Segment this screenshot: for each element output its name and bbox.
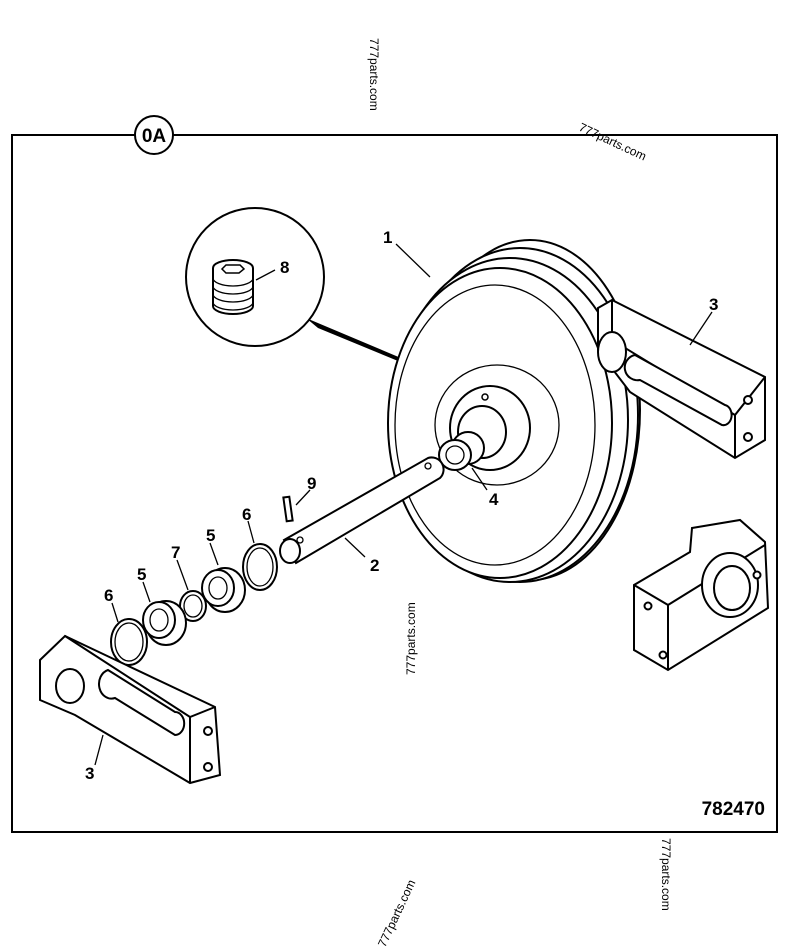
leader-lines — [94, 243, 713, 766]
callout-4: 4 — [489, 490, 499, 509]
callout-7: 7 — [171, 543, 180, 562]
section-badge: 0A — [134, 115, 174, 155]
watermark-top: 777parts.com — [367, 38, 381, 111]
pin — [282, 495, 294, 523]
callout-6-left: 6 — [104, 586, 113, 605]
bearing-block — [633, 518, 770, 672]
callout-3-left: 3 — [85, 764, 94, 783]
watermark-right: 777parts.com — [577, 120, 649, 163]
shaft — [279, 456, 445, 565]
plug-screw-drawing — [212, 259, 254, 315]
drawing-number: 782470 — [702, 799, 765, 820]
callout-1: 1 — [383, 228, 392, 247]
callout-3-right: 3 — [709, 295, 718, 314]
seal-ring-left — [142, 600, 187, 646]
bushing — [438, 431, 485, 471]
callout-labels: 1 2 3 3 4 5 5 6 6 7 8 9 — [85, 228, 718, 783]
callout-5-left: 5 — [137, 565, 146, 584]
callout-5-right: 5 — [206, 526, 215, 545]
snap-ring-left — [110, 618, 148, 666]
seal-ring-right — [201, 567, 246, 613]
section-badge-label: 0A — [142, 126, 167, 147]
idler-wheel — [387, 239, 641, 583]
bracket-left — [39, 634, 222, 785]
watermark-bottom: 777parts.com — [375, 877, 418, 949]
watermark-center: 777parts.com — [404, 602, 418, 675]
callout-8: 8 — [280, 258, 289, 277]
bracket-right — [597, 298, 766, 460]
watermark-bottom-right: 777parts.com — [659, 838, 673, 911]
callout-2: 2 — [370, 556, 379, 575]
callout-9: 9 — [307, 474, 316, 493]
diagram-frame — [11, 134, 778, 833]
snap-ring-right — [242, 543, 278, 591]
callout-6-right: 6 — [242, 505, 251, 524]
